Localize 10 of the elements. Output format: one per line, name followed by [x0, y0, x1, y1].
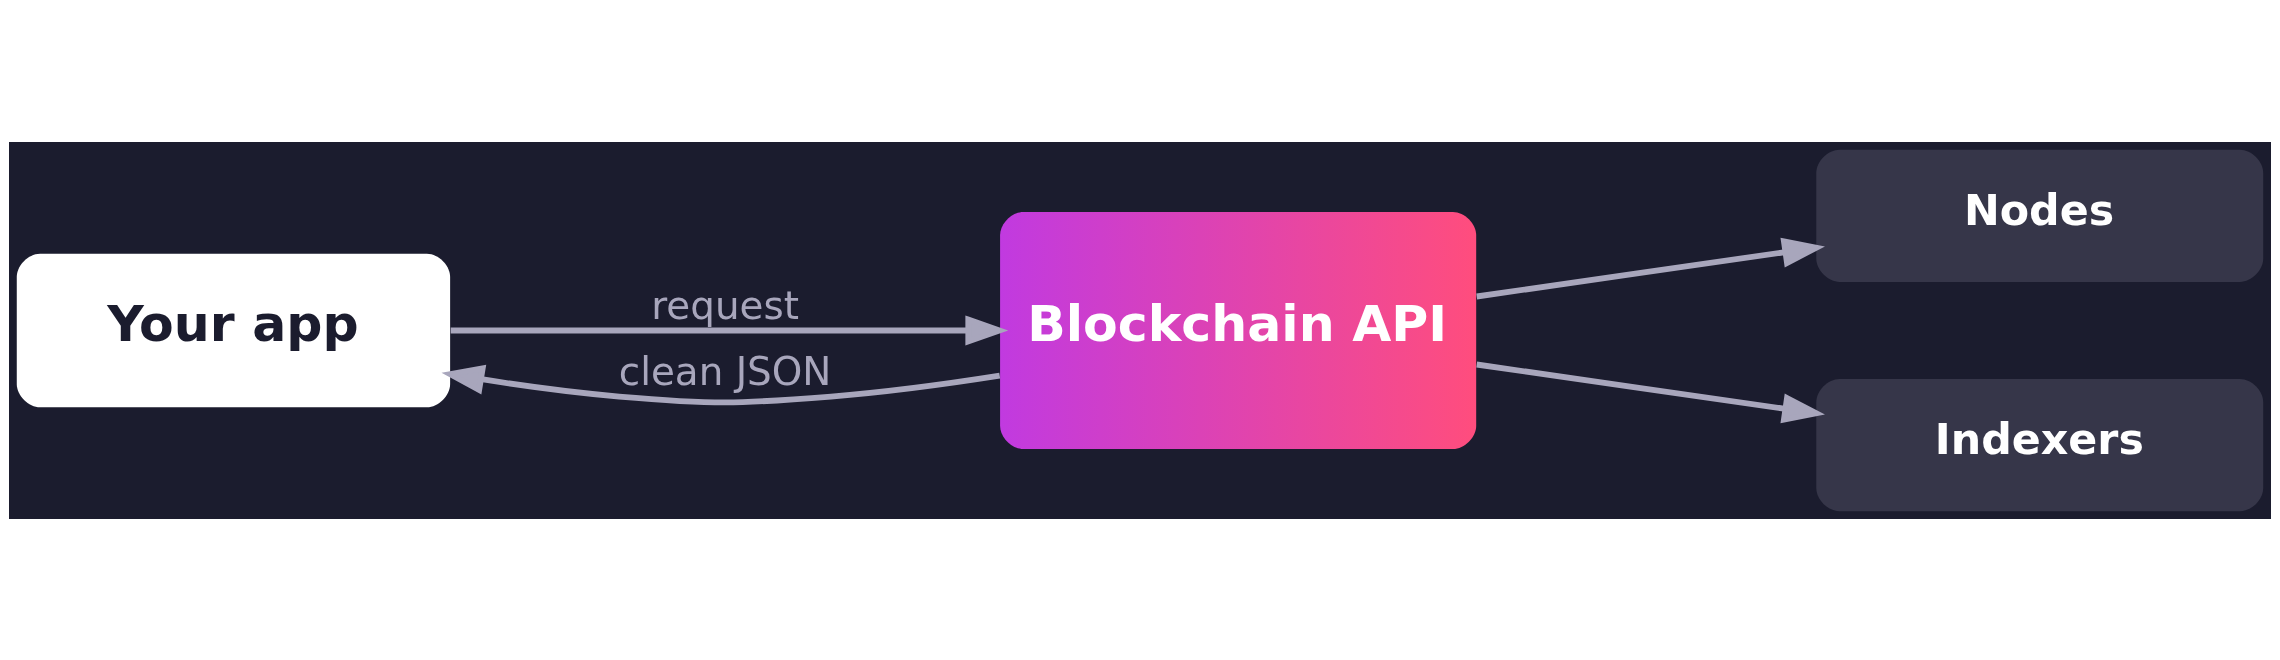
arrow [450, 315, 1009, 345]
edge-label: clean JSON [618, 348, 832, 394]
arrow [1476, 361, 1825, 423]
edge-label: request [651, 282, 799, 328]
node-box: Indexers [1816, 378, 2264, 511]
node-box: Blockchain API [1000, 211, 1477, 449]
node-box: Your app [16, 253, 451, 407]
node-box: Nodes [1816, 149, 2264, 282]
arrow [441, 364, 1001, 405]
arrow [1476, 237, 1825, 299]
